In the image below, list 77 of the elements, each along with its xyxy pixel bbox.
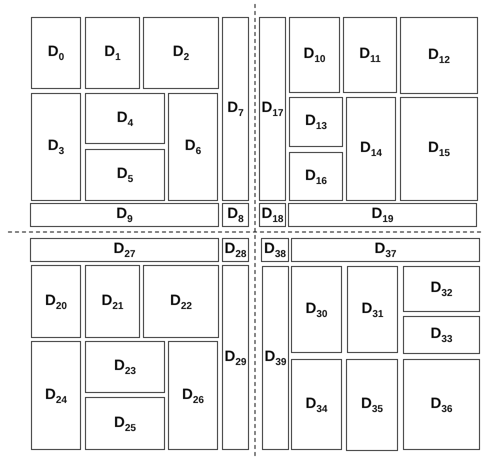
region-box [400,17,478,94]
region-box [343,17,397,93]
region-label: D$_{36}$ [430,394,452,414]
region-label: D$_{0}$ [48,43,64,63]
region-label: D$_{6}$ [184,137,202,157]
region-label: D$_{4}$ [116,108,134,128]
region-box [85,93,165,144]
region-box [85,265,140,338]
region-box [346,359,398,451]
region-label: D$_{39}$ [264,348,286,368]
region-label: D$_{31}$ [362,300,384,320]
region-box [85,397,165,450]
region-label: D$_{35}$ [361,395,383,415]
region-box [31,93,81,201]
region-box [85,17,140,89]
region-label: D$_{30}$ [306,300,328,320]
region-label: D$_{15}$ [428,139,450,159]
region-label: D$_{8}$ [227,205,244,225]
region-label: D$_{7}$ [227,99,244,119]
region-box [289,17,340,93]
region-label: D$_{17}$ [262,99,284,119]
region-label: D$_{25}$ [114,414,136,434]
region-label: D$_{38}$ [264,240,286,260]
region-box [403,316,480,354]
region-box [291,238,480,262]
region-label: D$_{18}$ [262,205,284,225]
region-label: D$_{37}$ [374,240,396,260]
region-label: D$_{26}$ [182,386,204,406]
region-label: D$_{1}$ [104,43,121,63]
region-label: D$_{33}$ [430,325,452,345]
region-box [289,152,343,201]
region-box [31,341,81,450]
region-box [346,97,396,201]
region-box [31,17,81,89]
region-label: D$_{10}$ [304,45,326,65]
region-label: D$_{2}$ [172,43,190,63]
region-box [288,203,477,227]
region-box [168,93,218,201]
region-label: D$_{29}$ [224,348,246,368]
region-box [85,341,165,393]
region-box [30,238,219,262]
region-box [289,97,343,147]
region-label: D$_{28}$ [224,240,246,260]
region-label: D$_{24}$ [45,386,67,406]
region-label: D$_{16}$ [305,166,327,186]
region-label: D$_{9}$ [116,205,133,225]
region-label: D$_{22}$ [170,292,192,312]
region-box [31,265,81,338]
region-label: D$_{20}$ [45,292,67,312]
region-box [222,17,249,201]
region-label: D$_{32}$ [430,279,452,299]
region-label: D$_{34}$ [306,394,328,414]
region-box [262,266,289,450]
region-box [400,97,478,201]
region-box [403,359,480,450]
region-label: D$_{19}$ [372,205,394,225]
region-label: D$_{12}$ [428,46,450,66]
region-box [403,266,480,312]
region-box [168,341,218,450]
region-box [143,17,219,89]
region-label: D$_{23}$ [114,357,136,377]
region-box [85,149,165,201]
region-box [222,203,249,227]
region-box [291,266,342,353]
region-label: D$_{27}$ [114,240,136,260]
region-box [222,265,249,450]
region-box [291,359,342,450]
region-label: D$_{3}$ [48,137,64,157]
region-box [143,265,219,338]
region-label: D$_{11}$ [359,45,381,65]
region-label: D$_{21}$ [102,292,124,312]
region-label: D$_{5}$ [116,165,134,185]
region-label: D$_{13}$ [305,112,327,132]
region-box [30,203,219,227]
region-label: D$_{14}$ [360,139,382,159]
region-box [259,17,286,201]
region-box [347,266,398,353]
